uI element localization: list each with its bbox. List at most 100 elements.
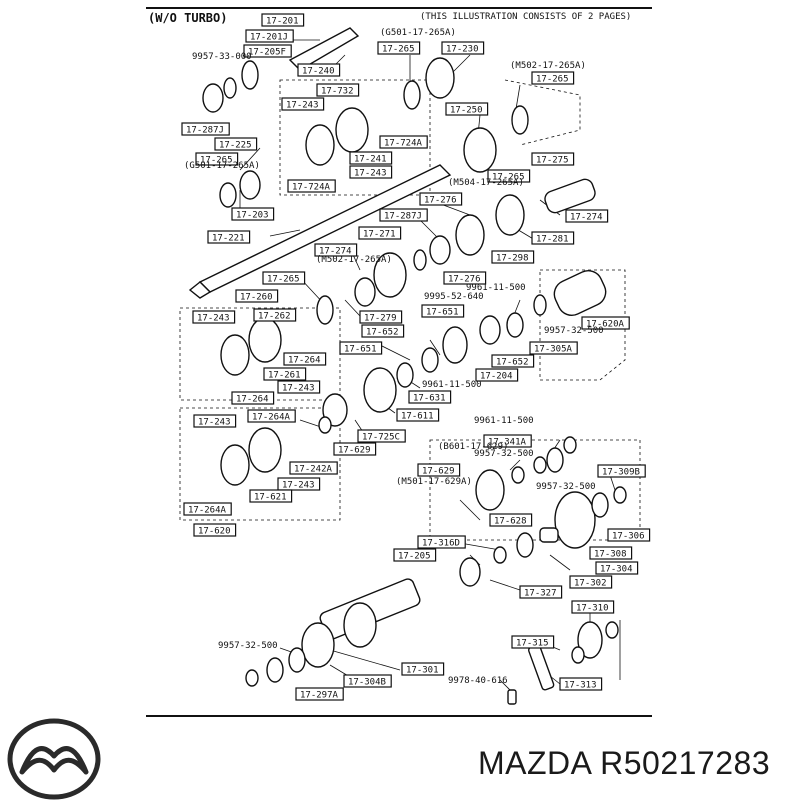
part-label-text: 17-201J	[250, 33, 288, 43]
part-label-text: 17-304B	[348, 678, 386, 688]
part-label-plain: 9957-32-500	[536, 482, 596, 492]
part-label-boxed: 17-221	[207, 230, 251, 244]
part-label-text: 17-621	[254, 493, 287, 503]
part-label-boxed: 17-631	[408, 390, 452, 404]
part-label-text: 17-631	[413, 394, 446, 404]
part-label-boxed: 17-316D	[417, 535, 466, 549]
part-label-text: 17-629	[422, 467, 455, 477]
part-label-text: 17-265	[382, 45, 415, 55]
part-label-boxed: 17-611	[396, 408, 440, 422]
group-outline-reverse	[429, 439, 641, 541]
part-label-boxed: 17-204	[475, 368, 519, 382]
part-label-boxed: 17-309B	[597, 464, 646, 478]
part-label-text: 17-242A	[294, 465, 333, 475]
part-label-plain: (B601-17-629)	[438, 442, 508, 452]
part-label-text: 17-287J	[186, 126, 224, 136]
part-label-text: 17-204	[480, 372, 513, 382]
part-label-boxed: 17-205	[393, 548, 437, 562]
part-label-boxed: 17-279	[359, 310, 403, 324]
diagram-note: (THIS ILLUSTRATION CONSISTS OF 2 PAGES)	[420, 12, 631, 22]
part-label-boxed: 17-651	[339, 341, 383, 355]
part-label-boxed: 17-265	[195, 152, 239, 166]
part-label-boxed: 17-276	[419, 192, 463, 206]
part-label-boxed: 17-310	[571, 600, 615, 614]
part-label-text: 17-310	[576, 604, 609, 614]
part-label-text: 17-301	[406, 666, 439, 676]
part-label-boxed: 17-264A	[247, 409, 296, 423]
diagram-title: (W/O TURBO)	[148, 11, 227, 25]
part-label-text: 17-260	[240, 293, 273, 303]
part-label-text: 17-243	[286, 101, 319, 111]
part-label-plain: 9957-33-000	[192, 52, 252, 62]
part-label-boxed: 17-302	[569, 575, 613, 589]
part-label-boxed: 17-297A	[295, 687, 344, 701]
part-label-boxed: 17-724A	[379, 135, 428, 149]
part-label-text: 17-281	[536, 235, 569, 245]
part-label-boxed: 17-304B	[343, 674, 392, 688]
mazda-logo-icon	[7, 718, 101, 800]
part-label-boxed: 17-230	[441, 41, 485, 55]
part-label-text: 17-287J	[384, 212, 422, 222]
part-label-boxed: 17-242A	[289, 461, 338, 475]
part-label-boxed: 17-201J	[245, 29, 294, 43]
part-label-plain: 9957-32-500	[544, 326, 604, 336]
part-label-text: 17-732	[321, 87, 354, 97]
part-label-text: 17-279	[364, 314, 397, 324]
part-label-plain: (M501-17-629A)	[396, 477, 472, 487]
part-label-boxed: 17-265	[487, 169, 531, 183]
part-label-boxed: 17-304	[595, 561, 639, 575]
part-label-text: 17-271	[363, 230, 396, 240]
part-label-plain: (M504-17-265A)	[448, 178, 524, 188]
part-label-text: 17-241	[354, 155, 387, 165]
part-label-boxed: 17-225	[214, 137, 258, 151]
part-label-text: 17-308	[594, 550, 627, 560]
part-label-boxed: 17-628	[489, 513, 533, 527]
brand-part-number: MAZDA R50217283	[478, 745, 771, 781]
part-label-text: 17-315	[516, 639, 549, 649]
part-label-boxed: 17-275	[531, 152, 575, 166]
part-label-text: 17-651	[426, 308, 459, 318]
part-label-text: 17-651	[344, 345, 377, 355]
part-label-text: 17-341A	[488, 438, 527, 448]
part-label-boxed: 17-732	[316, 83, 360, 97]
part-label-boxed: 17-265	[377, 41, 421, 55]
part-label-text: 17-305A	[534, 345, 573, 355]
part-label-text: 17-276	[424, 196, 457, 206]
main-shaft	[188, 164, 452, 299]
part-label-text: 17-243	[282, 384, 315, 394]
part-label-text: 17-201	[266, 17, 299, 27]
part-label-text: 17-250	[450, 106, 483, 116]
part-label-text: 17-725C	[362, 433, 400, 443]
part-label-text: 17-265	[492, 173, 525, 183]
part-label-plain: (G501-17-265A)	[380, 28, 456, 38]
part-label-text: 17-261	[268, 371, 301, 381]
part-label-text: 17-274	[570, 213, 603, 223]
part-label-boxed: 17-306	[607, 528, 651, 542]
part-label-boxed: 17-287J	[379, 208, 428, 222]
part-label-text: 17-652	[366, 328, 399, 338]
part-label-text: 17-264	[288, 356, 321, 366]
part-label-text: 17-265	[267, 275, 300, 285]
part-label-boxed: 17-271	[358, 226, 402, 240]
part-label-boxed: 17-725C	[357, 429, 406, 443]
part-label-boxed: 17-243	[277, 380, 321, 394]
part-label-boxed: 17-203	[231, 207, 275, 221]
part-label-text: 17-243	[282, 481, 315, 491]
part-label-boxed: 17-243	[277, 477, 321, 491]
part-label-boxed: 17-652	[361, 324, 405, 338]
part-label-boxed: 17-313	[559, 677, 603, 691]
part-label-boxed: 17-305A	[529, 341, 578, 355]
part-label-text: 17-205F	[248, 48, 286, 58]
part-label-plain: (M502-17-265A)	[510, 61, 586, 71]
part-label-boxed: 17-287J	[181, 122, 230, 136]
part-label-boxed: 17-308	[589, 546, 633, 560]
part-label-plain: 9957-32-500	[218, 641, 278, 651]
part-label-text: 17-724A	[384, 139, 423, 149]
part-label-text: 17-221	[212, 234, 245, 244]
part-label-text: 17-309B	[602, 468, 640, 478]
part-label-text: 17-298	[496, 254, 529, 264]
part-label-boxed: 17-301	[401, 662, 445, 676]
part-label-text: 17-304	[600, 565, 633, 575]
part-label-boxed: 17-651	[421, 304, 465, 318]
part-label-boxed: 17-724A	[287, 179, 336, 193]
